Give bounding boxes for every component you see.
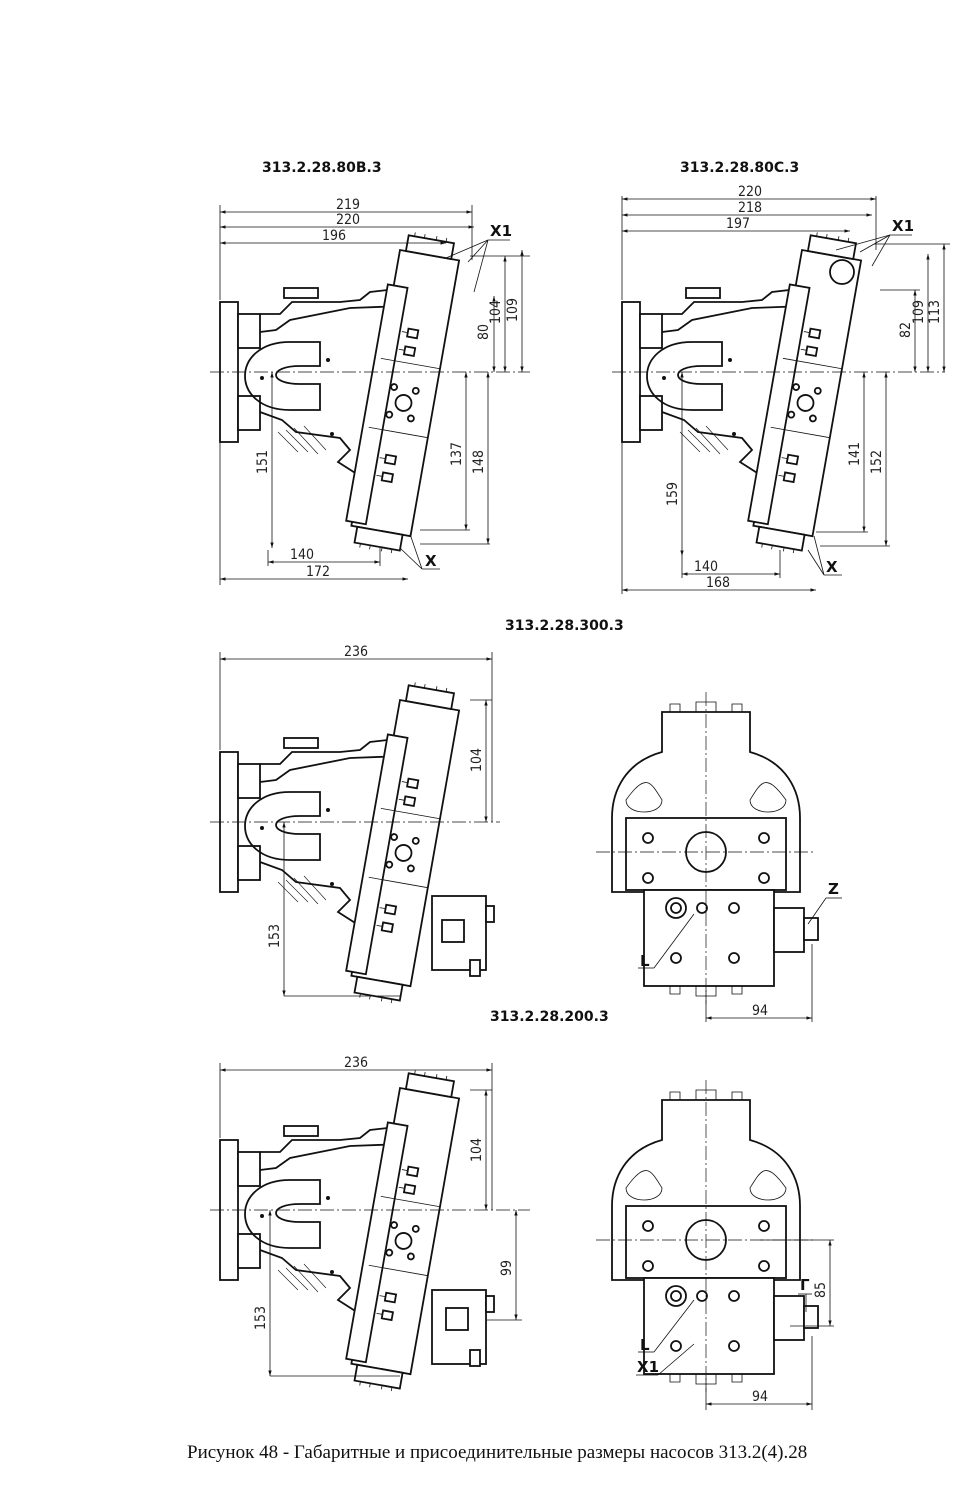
dim-a-151: 151 [255,450,271,474]
view-c-313-2-28-300-3: 313.2.28.300.3 236 104 153 94 Z L [210,618,842,1022]
dim-b-82: 82 [898,322,914,338]
view-d-313-2-28-200-3: 313.2.28.200.3 236 104 99 153 85 Г 94 L [210,1009,834,1410]
port-d-g: Г [800,1276,810,1294]
dim-b-152: 152 [869,450,885,474]
port-d-x1: X1 [637,1358,659,1376]
dim-b-141: 141 [847,442,863,466]
port-b-x1: X1 [892,217,914,235]
dim-c-104: 104 [469,748,485,772]
dim-d-99: 99 [499,1260,515,1276]
dim-a-220: 220 [336,212,360,228]
dim-b-113: 113 [927,300,943,324]
dim-b-218: 218 [738,200,762,216]
port-c-z: Z [828,880,839,898]
dim-d-104: 104 [469,1138,485,1162]
dim-c-94: 94 [752,1003,768,1019]
dim-d-153: 153 [253,1306,269,1330]
dim-a-219: 219 [336,197,360,213]
dim-a-140: 140 [290,547,314,563]
view-a-title: 313.2.28.80В.3 [262,160,382,176]
dim-a-172: 172 [306,564,330,580]
dim-b-140: 140 [694,559,718,575]
dim-b-168: 168 [706,575,730,591]
figure-caption: Рисунок 48 - Габаритные и присоединитель… [187,1442,807,1463]
port-d-l: L [640,1336,650,1354]
dim-a-80: 80 [476,324,492,340]
dim-a-104: 104 [488,300,504,324]
port-a-x: X [425,552,437,570]
view-b-313-2-28-80s-3: 313.2.28.80С.3 220 218 197 X1 82 109 113… [612,160,950,594]
dim-a-148: 148 [471,450,487,474]
dim-c-153: 153 [267,924,283,948]
dim-c-236: 236 [344,644,368,660]
view-d-title: 313.2.28.200.3 [490,1009,609,1025]
dim-d-85: 85 [813,1282,829,1298]
dim-b-220: 220 [738,184,762,200]
port-c-l: L [640,952,650,970]
dim-d-94: 94 [752,1389,768,1405]
dim-b-197: 197 [726,216,750,232]
view-c-title: 313.2.28.300.3 [505,618,624,634]
dim-a-109: 109 [505,298,521,322]
dim-a-137: 137 [449,442,465,466]
view-a-313-2-28-80v-3: 313.2.28.80В.3 219 220 196 X1 80 104 109… [210,160,530,585]
dim-d-236: 236 [344,1055,368,1071]
view-b-title: 313.2.28.80С.3 [680,160,799,176]
port-a-x1: X1 [490,222,512,240]
port-b-x: X [826,558,838,576]
dim-b-159: 159 [665,482,681,506]
dim-a-196: 196 [322,228,346,244]
dim-b-109: 109 [911,300,927,324]
